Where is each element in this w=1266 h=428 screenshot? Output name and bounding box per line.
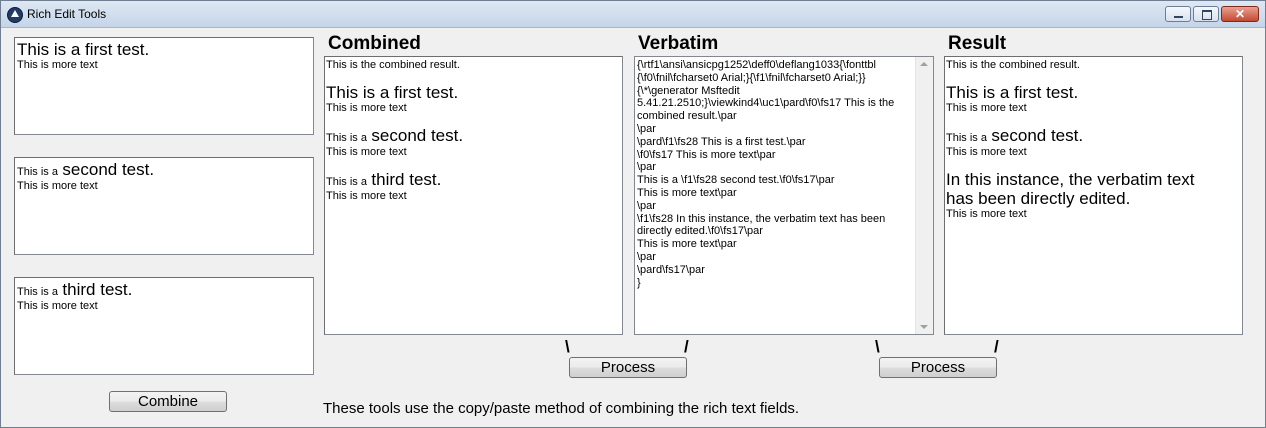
- combined-second-test: second test.: [371, 126, 464, 145]
- result-spacer-1: [946, 71, 1241, 83]
- process-to-result-button[interactable]: Process: [879, 357, 997, 378]
- minimize-button[interactable]: [1165, 6, 1191, 22]
- verbatim-scrollbar[interactable]: [915, 57, 933, 334]
- input-richtext-1[interactable]: This is a first test. This is more text: [14, 37, 314, 135]
- input-richtext-2[interactable]: This is a second test. This is more text: [14, 157, 314, 255]
- close-icon: ✕: [1234, 7, 1246, 21]
- result-second-prefix: This is a: [946, 132, 987, 144]
- combined-more-text-1: This is more text: [326, 102, 407, 114]
- combined-more-text-3: This is more text: [326, 190, 407, 202]
- combined-spacer-1: [326, 71, 621, 83]
- process-to-verbatim-button[interactable]: Process: [569, 357, 687, 378]
- scroll-down-icon[interactable]: [920, 325, 928, 329]
- result-intro-line: This is the combined result.: [946, 59, 1080, 71]
- result-spacer-3: [946, 158, 1241, 170]
- result-second-line: This is a second test.: [946, 126, 1241, 146]
- verbatim-rtf-source: {\rtf1\ansi\ansicpg1252\deff0\deflang103…: [637, 59, 895, 289]
- input-2-first-line: This is a second test.: [17, 160, 311, 180]
- combined-third-prefix: This is a: [326, 176, 367, 188]
- combined-first-test: This is a first test.: [326, 83, 459, 102]
- result-richtext[interactable]: This is the combined result. This is a f…: [944, 56, 1243, 335]
- combined-heading: Combined: [328, 33, 421, 54]
- result-edited-line-2: has been directly edited.: [946, 189, 1131, 208]
- input-1-more-text: This is more text: [17, 59, 98, 71]
- app-icon[interactable]: [7, 7, 23, 23]
- result-heading: Result: [948, 33, 1007, 54]
- scroll-up-icon[interactable]: [920, 62, 928, 66]
- combined-third-line: This is a third test.: [326, 170, 621, 190]
- input-2-prefix: This is a: [17, 166, 58, 178]
- combined-richtext[interactable]: This is the combined result. This is a f…: [324, 56, 623, 335]
- input-2-big-text: second test.: [62, 160, 155, 179]
- footer-description: These tools use the copy/paste method of…: [323, 400, 800, 417]
- combined-second-prefix: This is a: [326, 132, 367, 144]
- combine-button[interactable]: Combine: [109, 391, 227, 412]
- result-second-test: second test.: [991, 126, 1084, 145]
- maximize-icon: [1202, 10, 1212, 20]
- process-2-left-connector: \: [875, 337, 880, 356]
- result-first-test: This is a first test.: [946, 83, 1079, 102]
- input-3-big-text: third test.: [62, 280, 133, 299]
- process-2-right-connector: /: [994, 337, 999, 356]
- process-1-right-connector: /: [684, 337, 689, 356]
- combined-spacer-3: [326, 158, 621, 170]
- input-3-first-line: This is a third test.: [17, 280, 311, 300]
- input-3-prefix: This is a: [17, 286, 58, 298]
- close-button[interactable]: ✕: [1221, 6, 1259, 22]
- result-spacer-2: [946, 114, 1241, 126]
- combined-third-test: third test.: [371, 170, 442, 189]
- combined-intro-line: This is the combined result.: [326, 59, 460, 71]
- combined-spacer-2: [326, 114, 621, 126]
- window-title: Rich Edit Tools: [27, 7, 107, 21]
- process-1-left-connector: \: [565, 337, 570, 356]
- verbatim-heading: Verbatim: [638, 33, 719, 54]
- input-1-big-text: This is a first test.: [17, 40, 150, 59]
- verbatim-textbox[interactable]: {\rtf1\ansi\ansicpg1252\deff0\deflang103…: [634, 56, 934, 335]
- minimize-icon: [1174, 16, 1183, 18]
- input-richtext-3[interactable]: This is a third test. This is more text: [14, 277, 314, 375]
- result-more-text-1: This is more text: [946, 102, 1027, 114]
- input-3-more-text: This is more text: [17, 300, 98, 312]
- result-more-text-2: This is more text: [946, 146, 1027, 158]
- result-more-text-3: This is more text: [946, 208, 1027, 220]
- combined-more-text-2: This is more text: [326, 146, 407, 158]
- input-2-more-text: This is more text: [17, 180, 98, 192]
- maximize-button[interactable]: [1193, 6, 1219, 22]
- title-bar[interactable]: Rich Edit Tools ✕: [1, 1, 1265, 28]
- combined-second-line: This is a second test.: [326, 126, 621, 146]
- result-edited-line-1: In this instance, the verbatim text: [946, 170, 1195, 189]
